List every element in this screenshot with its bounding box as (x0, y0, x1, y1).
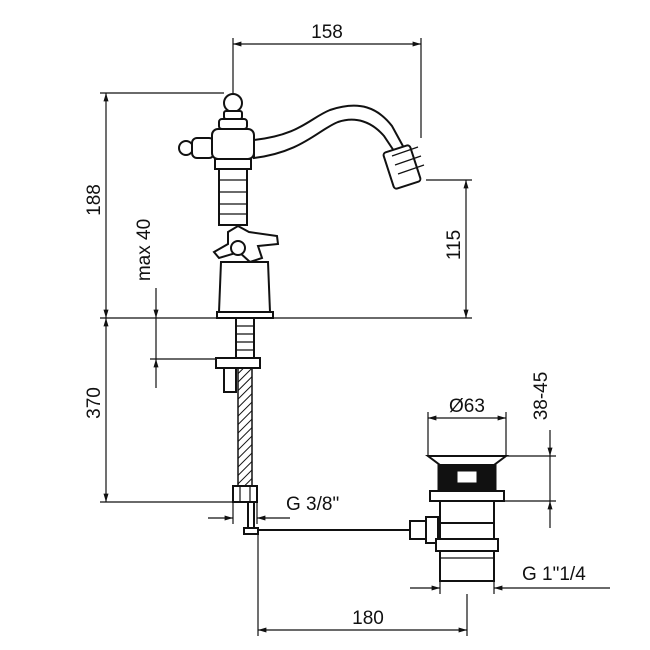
dimension-spout-reach: 158 (232, 22, 422, 138)
dimension-waste-diameter: Ø63 (427, 396, 507, 456)
dimension-hose-length: 370 (84, 318, 233, 503)
rod-length-label: 180 (352, 608, 384, 629)
lift-rod (243, 501, 439, 544)
max-thickness-label: max 40 (134, 219, 155, 281)
dimension-rod-length: 180 (257, 534, 468, 636)
spout-height-label: 115 (444, 230, 465, 260)
total-height-label: 188 (84, 184, 105, 216)
mounting-stud (215, 317, 261, 393)
dimension-waste-height: 38-45 (504, 372, 556, 528)
dimension-max-thickness: max 40 (134, 219, 216, 388)
dimension-spout-height: 115 (426, 179, 472, 318)
flexible-hose (232, 367, 258, 503)
spout (253, 104, 425, 190)
faucet-body (178, 93, 280, 319)
hose-length-label: 370 (84, 387, 105, 419)
spout-reach-label: 158 (311, 22, 343, 43)
dimension-total-height: 188 (84, 92, 224, 318)
dimension-waste-thread: G 1"1/4 (410, 564, 610, 594)
waste-height-label: 38-45 (531, 372, 552, 421)
dimension-supply-thread: G 3/8" (208, 494, 339, 524)
waste-thread-label: G 1"1/4 (522, 564, 586, 585)
pop-up-waste (425, 455, 509, 582)
supply-thread-label: G 3/8" (286, 494, 339, 515)
waste-diameter-label: Ø63 (449, 396, 485, 417)
